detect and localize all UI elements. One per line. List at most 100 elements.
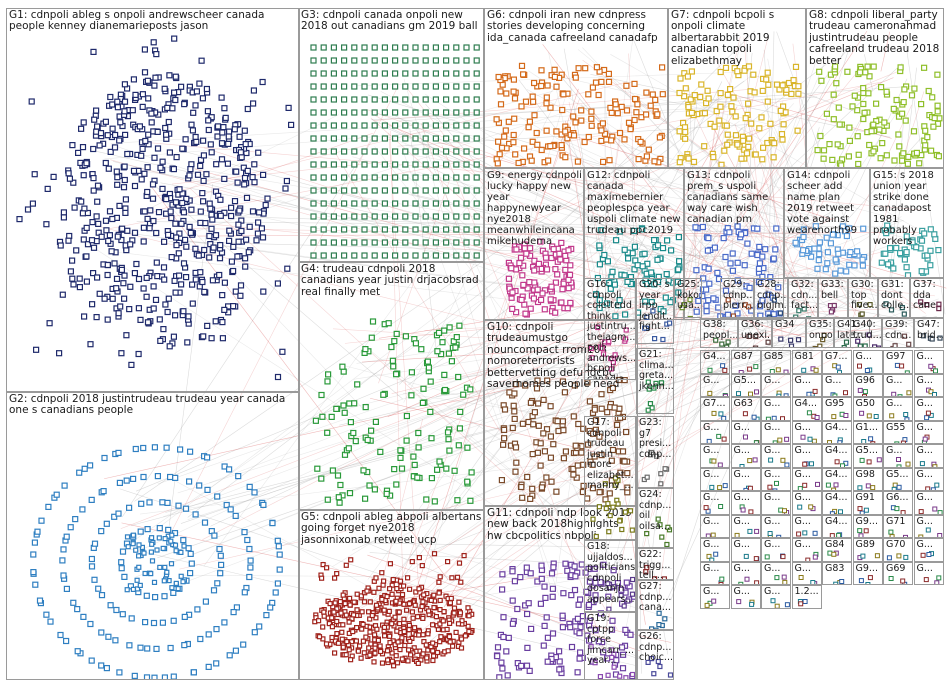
tile-nodes bbox=[831, 411, 849, 420]
node bbox=[746, 528, 752, 534]
node bbox=[642, 325, 648, 331]
node bbox=[519, 494, 526, 501]
node bbox=[896, 457, 901, 462]
node bbox=[549, 585, 557, 592]
node bbox=[667, 320, 673, 326]
node bbox=[355, 648, 362, 654]
group-tile: G... bbox=[791, 491, 822, 515]
node bbox=[396, 609, 402, 615]
node bbox=[437, 639, 443, 645]
node bbox=[876, 126, 883, 133]
node bbox=[251, 489, 258, 496]
node bbox=[170, 166, 177, 173]
tile-nodes bbox=[860, 435, 875, 444]
node bbox=[619, 448, 627, 455]
group-nodes bbox=[746, 333, 771, 347]
node bbox=[858, 410, 864, 416]
node bbox=[543, 426, 551, 433]
node bbox=[857, 506, 862, 512]
node bbox=[432, 226, 439, 233]
node bbox=[811, 245, 818, 252]
node bbox=[107, 93, 114, 101]
node bbox=[654, 111, 661, 118]
node bbox=[69, 275, 76, 282]
node bbox=[144, 215, 151, 222]
node bbox=[151, 154, 158, 161]
node bbox=[605, 70, 613, 78]
node bbox=[443, 135, 450, 142]
group-tile: G... bbox=[913, 561, 944, 585]
node bbox=[847, 248, 854, 256]
node bbox=[849, 103, 856, 110]
node bbox=[877, 83, 885, 91]
node bbox=[340, 187, 348, 194]
node bbox=[883, 88, 890, 95]
node bbox=[624, 255, 632, 262]
node bbox=[853, 248, 861, 255]
node bbox=[904, 272, 912, 277]
edge bbox=[542, 44, 762, 336]
node bbox=[148, 571, 154, 577]
node bbox=[407, 652, 414, 658]
group-tile: G... bbox=[700, 561, 730, 585]
node bbox=[366, 645, 372, 651]
node bbox=[139, 103, 146, 111]
node bbox=[402, 200, 409, 207]
edge bbox=[625, 113, 729, 627]
node bbox=[389, 582, 395, 588]
node bbox=[432, 122, 439, 129]
group-box-g6: G6: cdnpoli iran new cdnpress stories de… bbox=[484, 8, 668, 168]
node bbox=[121, 108, 128, 115]
node bbox=[559, 378, 567, 385]
node bbox=[256, 623, 263, 630]
node bbox=[629, 576, 635, 583]
node bbox=[663, 270, 670, 278]
node bbox=[406, 622, 413, 629]
tile-nodes bbox=[917, 527, 942, 538]
node bbox=[226, 128, 233, 135]
node bbox=[629, 250, 636, 257]
node bbox=[742, 411, 748, 417]
node bbox=[334, 630, 340, 637]
node bbox=[276, 566, 283, 573]
node bbox=[930, 486, 936, 491]
node bbox=[232, 288, 239, 295]
node bbox=[443, 174, 450, 181]
node bbox=[621, 136, 628, 143]
node bbox=[844, 68, 851, 75]
tile-nodes bbox=[923, 410, 934, 420]
node bbox=[593, 597, 599, 603]
edge bbox=[165, 316, 937, 513]
node bbox=[764, 98, 771, 105]
node bbox=[116, 137, 123, 144]
node bbox=[200, 152, 207, 159]
group-tile: G4... bbox=[822, 444, 852, 468]
node bbox=[232, 512, 239, 520]
node bbox=[828, 309, 834, 315]
group-tile: G... bbox=[700, 444, 730, 468]
edge bbox=[146, 142, 921, 211]
node bbox=[872, 344, 878, 347]
node bbox=[324, 565, 330, 571]
edge bbox=[353, 330, 672, 380]
node bbox=[339, 629, 345, 635]
node bbox=[676, 159, 683, 166]
node bbox=[511, 95, 519, 102]
node bbox=[633, 109, 640, 116]
node bbox=[361, 252, 368, 259]
node bbox=[543, 614, 550, 621]
node bbox=[814, 415, 820, 420]
node bbox=[422, 213, 429, 220]
node bbox=[420, 632, 426, 638]
node bbox=[182, 236, 189, 243]
node bbox=[572, 119, 579, 126]
node bbox=[402, 122, 409, 129]
group-nodes bbox=[645, 379, 665, 413]
edge bbox=[550, 81, 723, 428]
node bbox=[918, 268, 925, 275]
node bbox=[710, 532, 716, 538]
node bbox=[386, 633, 393, 639]
tile-nodes bbox=[927, 363, 938, 373]
tile-nodes bbox=[764, 553, 786, 560]
tile-nodes bbox=[924, 482, 939, 491]
